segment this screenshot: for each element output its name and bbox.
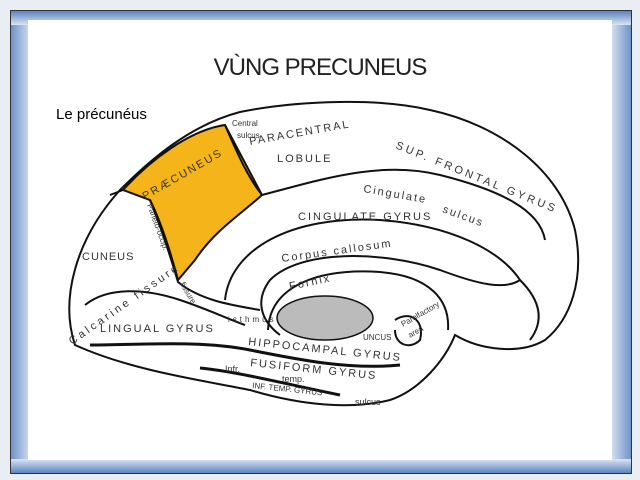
label-central-sulcus: Central (232, 119, 258, 128)
label-lingual: LINGUAL GYRUS (100, 323, 215, 335)
label-sulcus: sulcus (355, 397, 381, 407)
label-infr: Infr. (225, 364, 240, 374)
label-central-sulcus-2: sulcus (237, 131, 260, 140)
slide-subtitle: Le précunéus (56, 106, 147, 123)
label-fornix: Fornix (288, 272, 332, 293)
thalamus-shape (276, 295, 374, 341)
label-cingulate-gyrus: CINGULATE GYRUS (298, 211, 432, 223)
slide: VÙNG PRECUNEUS Le précunéus Central sulc… (28, 20, 612, 460)
slide-title: VÙNG PRECUNEUS (213, 54, 428, 81)
brain-outline (68, 100, 580, 407)
label-lobule: LOBULE (277, 153, 332, 165)
precuneus-region (121, 123, 264, 283)
label-paracentral: PARACENTRAL (248, 118, 351, 148)
label-isthmus: isthmus (228, 315, 277, 324)
brain-medial-diagram: Central sulcus PARACENTRAL LOBULE SUP. F… (67, 100, 580, 407)
label-temp: temp. (282, 374, 305, 384)
label-cingulate-sulcus: Cingulate (362, 183, 428, 206)
label-corpus-callosum: Corpus callosum (281, 238, 394, 265)
label-parolfactory-2: area (407, 324, 426, 340)
label-cuneus: CUNEUS (82, 251, 134, 263)
label-uncus: UNCUS (363, 333, 391, 342)
label-cingulate-sulcus-2: sulcus (441, 204, 486, 230)
